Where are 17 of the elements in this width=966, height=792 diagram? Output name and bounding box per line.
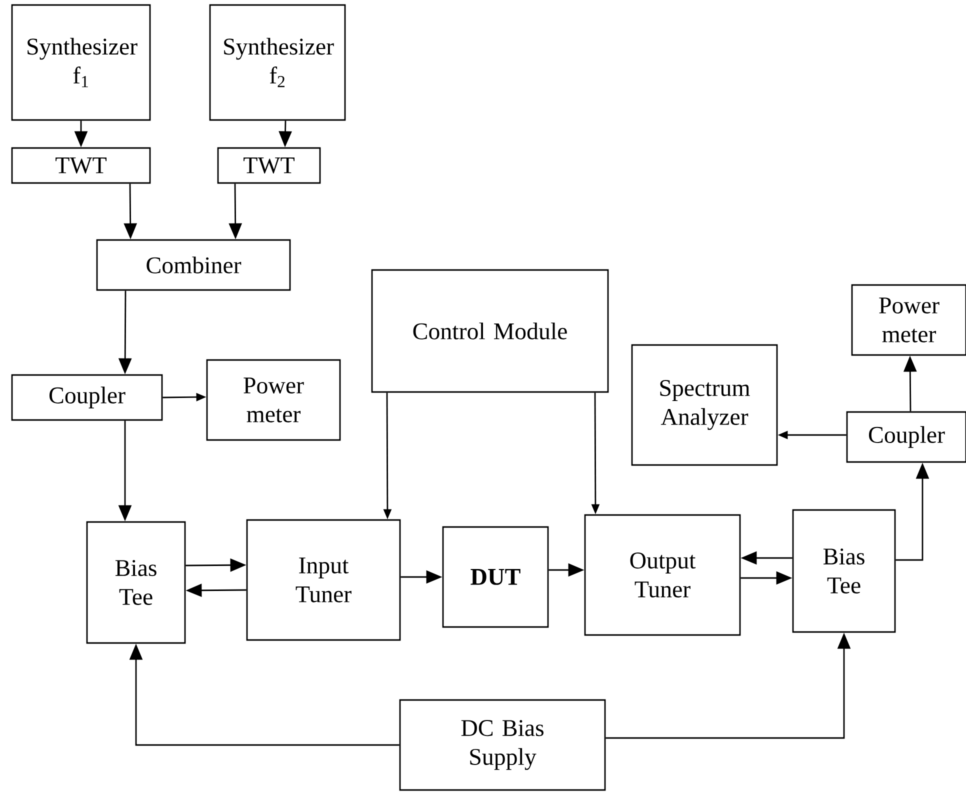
block-box: Power meter: [206, 359, 341, 441]
block-box: Coupler: [846, 411, 966, 463]
block-box: TWT: [217, 147, 321, 184]
block-box: Synthesizer f$_{2}$: [209, 4, 346, 121]
block-box: Output Tuner: [584, 514, 741, 636]
block-box: Synthesizer f$_{1}$: [11, 4, 151, 121]
block-box: Coupler: [11, 374, 163, 421]
block-box: TWT: [11, 147, 151, 184]
block-box: DC Bias Supply: [399, 699, 606, 791]
block-box: Power meter: [851, 284, 966, 356]
block-box: Bias Tee: [792, 509, 896, 633]
block-box: DUT: [442, 526, 549, 628]
block-box: Input Tuner: [246, 519, 401, 641]
block-box: Combiner: [96, 239, 291, 291]
block-box: Bias Tee: [86, 521, 186, 644]
block-box: Spectrum Analyzer: [631, 344, 778, 466]
block-box: Control Module: [371, 269, 609, 393]
